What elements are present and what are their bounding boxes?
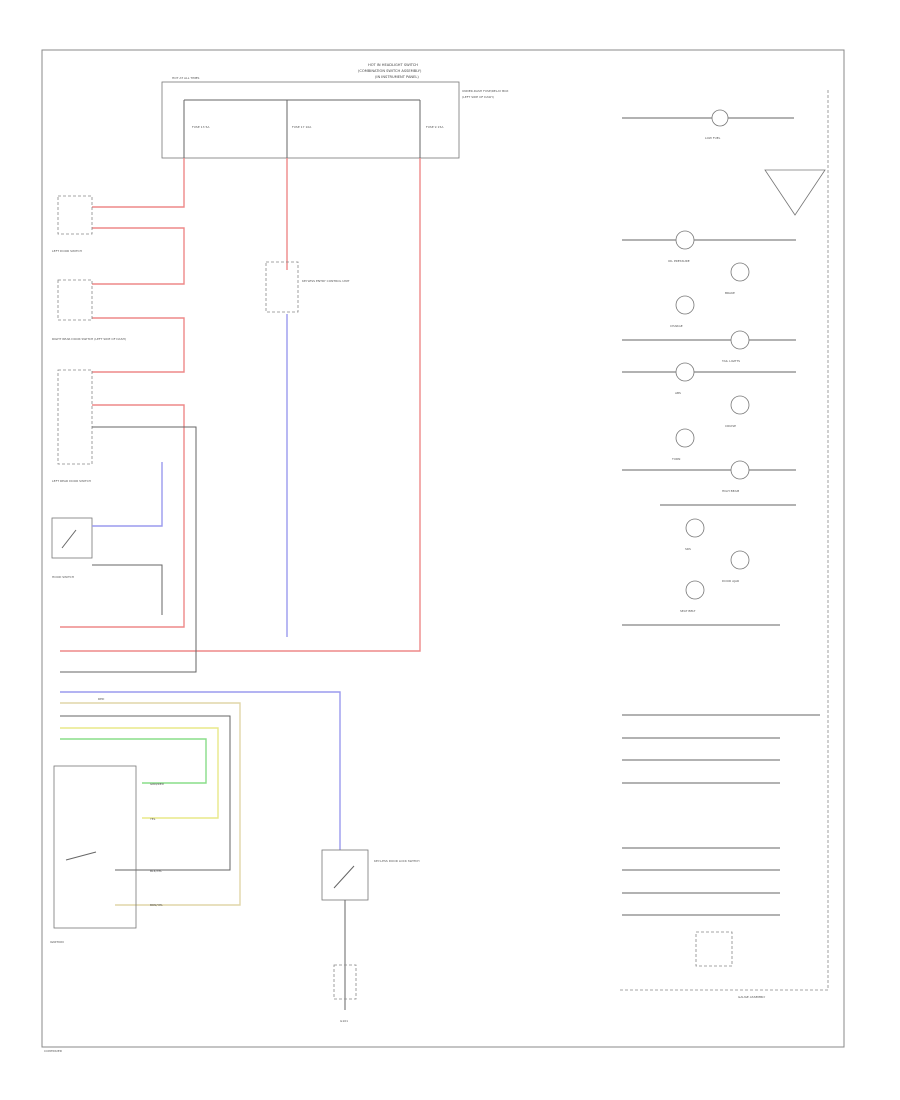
lamp-label-tail: TAIL LIGHTS	[721, 359, 740, 363]
keyless-entry-unit	[265, 261, 299, 313]
fuse-label-3: FUSE 9 15A	[426, 125, 444, 129]
fuse-hot-label: HOT AT ALL TIMES	[172, 76, 200, 80]
lamp-label-door-ajar: DOOR AJAR	[722, 579, 739, 583]
lamp-label-low-fuel: LOW FUEL	[705, 136, 721, 140]
door-lock-switch-label: KEY-LESS DOOR LOCK SWITCH	[374, 859, 420, 863]
blue-wire-hood	[92, 462, 163, 527]
bottom-switch-label: IGNITION	[50, 940, 64, 944]
black-wire-bus	[60, 426, 197, 673]
fuse-box	[161, 81, 460, 159]
gauge-small-block	[695, 931, 733, 967]
lamp-label-oil: OIL PRESSURE	[668, 259, 690, 263]
corner-label: CONTINUED	[44, 1049, 63, 1053]
lamp-label-srs: SRS	[685, 547, 691, 551]
wire-color-label-1: RED	[98, 697, 105, 701]
left-switch-label-3: LEFT REAR DOOR SWITCH	[52, 479, 91, 483]
left-switch-label-1: LEFT DOOR SWITCH	[52, 249, 82, 253]
lamp-label-seat-belt: SEAT BELT	[680, 609, 696, 613]
fuse-label-2: FUSE 17 10A	[292, 125, 312, 129]
wire-color-label-4: BLK/YEL	[150, 869, 162, 873]
gauge-panel-border	[620, 90, 829, 991]
fuse-box-side-1: UNDER-DASH FUSE/RELAY BOX	[462, 89, 508, 93]
green-wire	[60, 738, 207, 784]
door-lock-switch	[321, 849, 369, 901]
keyless-entry-unit-label: KEYLESS ENTRY CONTROL UNIT	[302, 279, 350, 283]
left-door-switch	[57, 195, 93, 235]
lamp-cruise	[730, 395, 750, 415]
key-less-door-lock-switch	[53, 765, 137, 929]
lamp-seat-belt	[685, 580, 705, 600]
ground-connector	[333, 964, 357, 1000]
title-line-3: (IN INSTRUMENT PANEL)	[375, 75, 419, 79]
fuse-box-side-2: (LEFT SIDE OF DASH)	[462, 95, 494, 99]
lamp-brake	[730, 262, 750, 282]
title-line-2: (COMBINATION SWITCH ASSEMBLY)	[358, 69, 422, 73]
hood-switch-label: HOOD SWITCH	[52, 575, 74, 579]
red-wire-loop-3	[60, 404, 185, 628]
gauge-connector-lines	[622, 624, 820, 916]
hood-switch	[51, 517, 93, 559]
blue-wire-bottom	[60, 691, 341, 850]
lamp-label-high-beam: HIGH BEAM	[722, 489, 740, 493]
red-wire-fuse1	[92, 158, 185, 208]
door-lock-switch-contact	[333, 865, 355, 889]
lamp-label-charge: CHARGE	[670, 324, 683, 328]
wire-color-label-2: GRN/RED	[150, 782, 165, 786]
lamp-high-beam	[730, 460, 750, 480]
yellow-wire	[60, 727, 219, 819]
red-wire-loop-1	[92, 227, 185, 285]
left-rear-door-switch	[57, 369, 93, 465]
black-wire-hood	[92, 564, 163, 615]
diagram-frame	[41, 49, 845, 1048]
lamp-charge	[675, 295, 695, 315]
black-wire-inner	[60, 715, 231, 871]
lamp-low-fuel	[711, 109, 729, 127]
lamp-abs	[675, 362, 695, 382]
lock-switch-contact	[65, 851, 97, 861]
lamp-label-turn: TURN	[671, 457, 680, 461]
red-wire-loop-2	[92, 317, 185, 373]
wire-color-label-3: YEL	[150, 817, 156, 821]
lamp-label-cruise: CRUISE	[725, 424, 736, 428]
lamp-srs	[685, 518, 705, 538]
lamp-label-abs: ABS	[675, 391, 681, 395]
left-switch-label-2: RIGHT REAR DOOR SWITCH (LEFT SIDE OF DAS…	[52, 337, 126, 341]
gauge-footer: GAUGE ASSEMBLY	[738, 995, 765, 999]
fuse-label-1: FUSE 13 5A	[192, 125, 210, 129]
lamp-label-brake: BRAKE	[725, 291, 735, 295]
lamp-oil-pressure	[675, 230, 695, 250]
wire-color-label-5: BRN/YEL	[150, 903, 163, 907]
lamp-tail-lights	[730, 330, 750, 350]
title-line-1: HOT IN HEADLIGHT SWITCH	[368, 63, 418, 67]
lamp-turn	[675, 428, 695, 448]
right-rear-door-switch	[57, 279, 93, 321]
ground-label: G101	[340, 1019, 348, 1023]
lamp-door-ajar	[730, 550, 750, 570]
warning-triangle	[764, 169, 826, 216]
red-wire-fuse3	[60, 158, 421, 652]
tan-wire-outer	[60, 702, 241, 906]
hood-switch-contact	[61, 529, 77, 549]
